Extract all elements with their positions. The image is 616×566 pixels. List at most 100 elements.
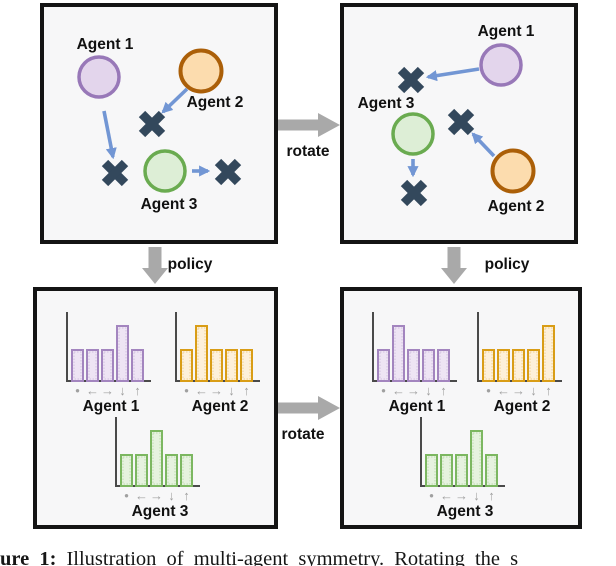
policy-bar-chart-svg [477, 312, 562, 382]
policy-bar [101, 349, 114, 382]
down-action-icon: ↓ [425, 383, 432, 398]
up-action-icon: ↑ [183, 488, 190, 503]
up-action-icon: ↑ [440, 383, 447, 398]
agent3-target-x-marker [400, 179, 428, 207]
scene-panel-rotated: Agent 1 Agent 2 Agent 3 [340, 3, 578, 244]
policy-bar [470, 430, 483, 487]
right-action-icon: → [455, 488, 468, 503]
policy-bar-chart-svg [115, 417, 200, 487]
policy-bar [497, 349, 510, 382]
policy-bar-chart-svg [372, 312, 457, 382]
stay-action-icon: ● [184, 386, 189, 395]
down-action-icon: ↓ [119, 383, 126, 398]
agent1-target-x-marker [397, 66, 425, 94]
policy-bar [180, 349, 193, 382]
agent2-target-x-marker [138, 110, 166, 138]
agent1-circle [77, 55, 121, 99]
agent2-move-arrow [161, 87, 189, 114]
policy-chart-agent2: ● ←→ ↓ ↑ Agent 2 [476, 311, 568, 416]
policy-arrow-left [142, 247, 168, 284]
left-action-icon: ← [195, 383, 208, 398]
chart-agent-label: Agent 3 [436, 503, 494, 520]
policy-bar [195, 325, 208, 382]
action-icons-row: ●←→↓↑ [419, 489, 511, 502]
right-action-icon: → [210, 383, 223, 398]
up-action-icon: ↑ [134, 383, 141, 398]
policy-bar-chart-svg [66, 312, 151, 382]
policy-bar [512, 349, 525, 382]
policy-bar [86, 349, 99, 382]
chart-agent-label: Agent 3 [131, 503, 189, 520]
agent1-move-arrow [102, 110, 117, 160]
action-icons-row: ● ←→ ↓ ↑ [174, 384, 266, 397]
agent1-move-arrow [425, 67, 480, 82]
rotate-label-top: rotate [286, 143, 330, 160]
policy-bar [440, 454, 453, 487]
left-action-icon: ← [440, 488, 453, 503]
chart-agent-label: Agent 2 [191, 398, 249, 415]
policy-bar [150, 430, 163, 487]
action-icons-row: ● ←→ ↓ ↑ [476, 384, 568, 397]
policy-bar-chart-svg [175, 312, 260, 382]
policy-bar [542, 325, 555, 382]
policy-bar [527, 349, 540, 382]
figure-caption: ure 1: Illustration of multi-agent symmet… [0, 548, 616, 566]
policy-bar [120, 454, 133, 487]
policy-panel-rotated: ●←→↓↑ Agent 1 ●←→↓↑ Agent 2 ●←→↓↑ Agent … [340, 287, 582, 529]
policy-bar [422, 349, 435, 382]
left-action-icon: ← [86, 383, 99, 398]
policy-bar [116, 325, 129, 382]
agent3-label: Agent 3 [140, 196, 198, 213]
policy-chart-agent3: ●←→↓↑ Agent 3 [114, 416, 206, 521]
policy-arrow-right [441, 247, 467, 284]
policy-bar [135, 454, 148, 487]
policy-chart-agent1: ●←→↓↑ Agent 1 [371, 311, 463, 416]
policy-bar [240, 349, 253, 382]
policy-bar-chart-svg [420, 417, 505, 487]
policy-label-left: policy [167, 256, 213, 273]
action-icons-row: ● ←→ ↓ ↑ [65, 384, 157, 397]
stay-action-icon: ● [75, 386, 80, 395]
stay-action-icon: ● [429, 491, 434, 500]
right-action-icon: → [150, 488, 163, 503]
action-icons-row: ●←→↓↑ [114, 489, 206, 502]
right-action-icon: → [407, 383, 420, 398]
left-action-icon: ← [392, 383, 405, 398]
policy-bar [407, 349, 420, 382]
right-action-icon: → [512, 383, 525, 398]
rotate-label-bottom: rotate [281, 426, 325, 443]
agent3-circle [143, 149, 187, 193]
right-action-icon: → [101, 383, 114, 398]
down-action-icon: ↓ [530, 383, 537, 398]
chart-agent-label: Agent 1 [82, 398, 140, 415]
agent1-target-x-marker [101, 159, 129, 187]
up-action-icon: ↑ [243, 383, 250, 398]
policy-bar [425, 454, 438, 487]
agent1-circle [479, 43, 523, 87]
chart-agent-label: Agent 1 [388, 398, 446, 415]
agent1-label: Agent 1 [477, 23, 535, 40]
chart-agent-label: Agent 2 [493, 398, 551, 415]
agent1-label: Agent 1 [76, 36, 134, 53]
figure-caption-label: ure 1: [0, 548, 57, 566]
scene-svg [77, 48, 242, 193]
policy-bar [210, 349, 223, 382]
action-icons-row: ●←→↓↑ [371, 384, 463, 397]
agent3-label: Agent 3 [357, 95, 415, 112]
stay-action-icon: ● [486, 386, 491, 395]
left-action-icon: ← [135, 488, 148, 503]
scene-panel-original: Agent 1 Agent 2 Agent 3 [40, 3, 278, 244]
agent2-circle [490, 148, 536, 194]
scene-svg [391, 43, 536, 207]
left-action-icon: ← [497, 383, 510, 398]
down-action-icon: ↓ [168, 488, 175, 503]
policy-bar [377, 349, 390, 382]
down-action-icon: ↓ [228, 383, 235, 398]
policy-label-right: policy [484, 256, 530, 273]
agent2-label: Agent 2 [487, 198, 545, 215]
agent2-label: Agent 2 [186, 94, 244, 111]
policy-panel-original: ●←→↓↑ Agent 1 ●←→↓↑ Agent 2 ●←→↓↑ Agent … [33, 287, 278, 529]
up-action-icon: ↑ [545, 383, 552, 398]
figure-caption-text: Illustration of multi-agent symmetry. Ro… [66, 548, 519, 566]
